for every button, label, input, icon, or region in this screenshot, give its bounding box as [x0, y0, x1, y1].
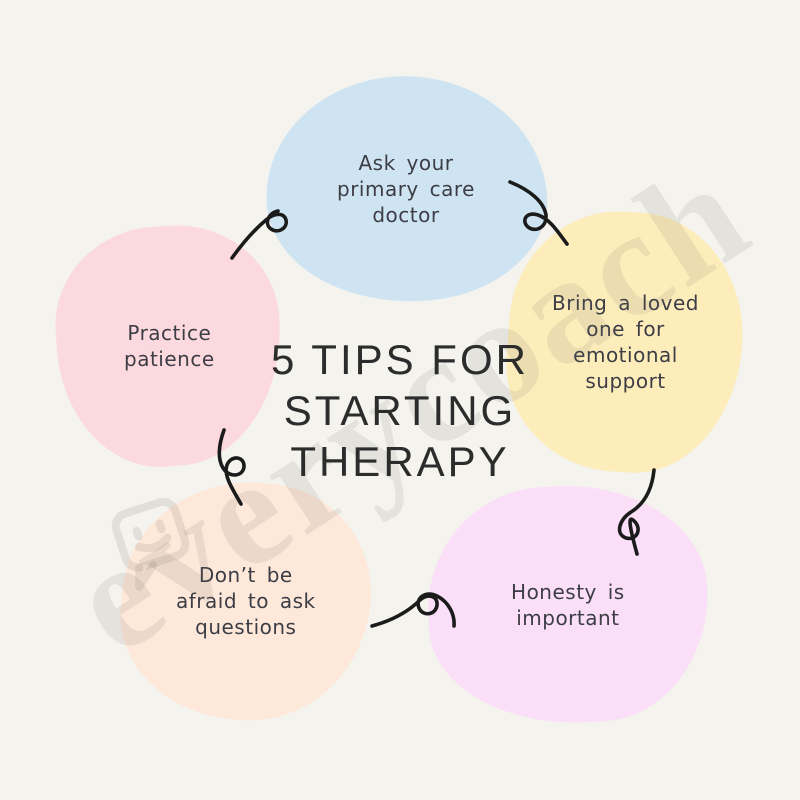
- connector-squiggle-left-top: [230, 209, 289, 260]
- tip-label: Ask your primary care doctor: [337, 151, 475, 227]
- page-title: 5 TIPS FOR STARTING THERAPY: [250, 334, 550, 487]
- title-line-3: THERAPY: [290, 438, 510, 485]
- title-line-1: 5 TIPS FOR: [271, 336, 529, 383]
- connector-squiggle-top-right: [508, 180, 569, 246]
- tip-label: Practice patience: [123, 321, 215, 372]
- connector-squiggle-left: [217, 428, 246, 506]
- tip-label: Bring a loved one for emotional support: [551, 290, 699, 393]
- tip-bubble-honesty: Honesty is important: [421, 478, 715, 731]
- title-line-2: STARTING: [283, 387, 517, 434]
- connector-squiggle-bottom: [370, 592, 456, 628]
- tip-label: Honesty is important: [511, 579, 625, 630]
- connector-squiggle-right-bottom: [617, 468, 656, 556]
- tip-label: Don’t be afraid to ask questions: [176, 562, 316, 639]
